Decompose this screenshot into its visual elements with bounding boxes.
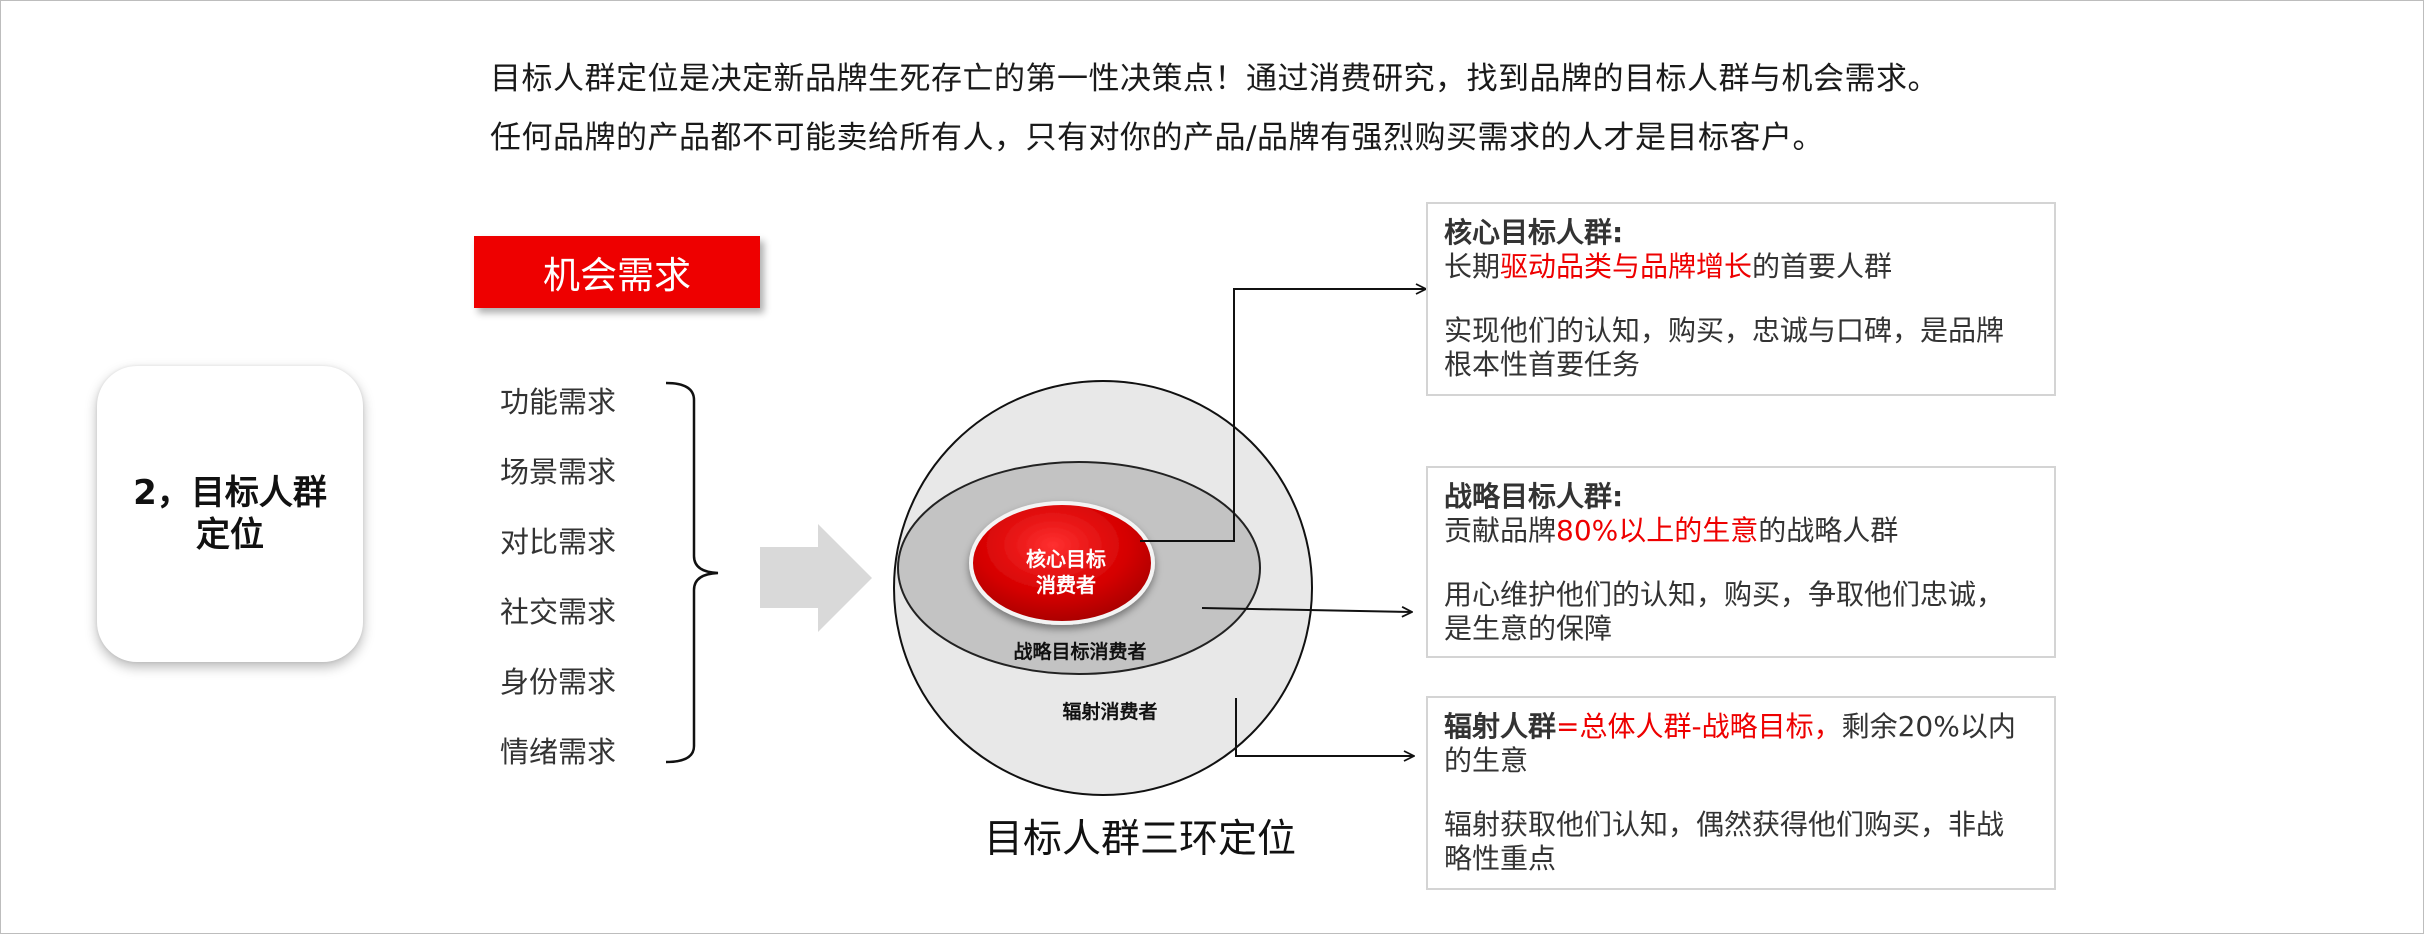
- core-card-highlight: 驱动品类与品牌增长: [1500, 250, 1753, 283]
- strategy-card-title: 战略目标人群:: [1444, 480, 1624, 513]
- radiate-card-title: 辐射人群: [1444, 710, 1557, 743]
- core-card-desc-2: 根本性首要任务: [1444, 348, 1641, 381]
- core-ring-label-1: 核心目标: [1026, 547, 1106, 571]
- need-item: 功能需求: [500, 385, 617, 419]
- strategy-audience-card: 战略目标人群: 贡献品牌80%以上的生意的战略人群 用心维护他们的认知，购买，争…: [1426, 466, 2056, 658]
- need-item: 情绪需求: [500, 735, 617, 769]
- strategy-card-text: 的战略人群: [1758, 514, 1899, 547]
- radiate-card-line-2: 的生意: [1444, 744, 1529, 777]
- connector-radiate: [1235, 698, 1414, 756]
- opportunity-needs-tag: 机会需求: [474, 236, 760, 308]
- connector-core: [1140, 289, 1426, 542]
- core-card-title: 核心目标人群:: [1444, 216, 1624, 249]
- right-arrow-icon: [760, 524, 872, 632]
- strategy-card-text: 贡献品牌: [1444, 514, 1557, 547]
- need-item: 场景需求: [500, 455, 617, 489]
- needs-brace: [665, 381, 719, 764]
- strategy-card-desc-1: 用心维护他们的认知，购买，争取他们忠诚，: [1444, 578, 2005, 611]
- core-card-text: 长期: [1444, 250, 1501, 283]
- radiate-ring-label: 辐射消费者: [1062, 700, 1157, 723]
- radiate-audience-card: 辐射人群=总体人群-战略目标，剩余20%以内 的生意 辐射获取他们认知，偶然获得…: [1426, 696, 2056, 890]
- intro-line-2: 任何品牌的产品都不可能卖给所有人，只有对你的产品/品牌有强烈购买需求的人才是目标…: [490, 120, 1824, 156]
- ring-core: [969, 501, 1155, 625]
- strategy-card-desc-2: 是生意的保障: [1444, 612, 1613, 645]
- strategy-card-line: 贡献品牌80%以上的生意的战略人群: [1444, 514, 2038, 548]
- core-card-desc-1: 实现他们的认知，购买，忠诚与口碑，是品牌: [1444, 314, 2005, 347]
- strategy-ring-label: 战略目标消费者: [1013, 640, 1146, 663]
- section-title-line-1: 2，目标人群: [133, 473, 327, 513]
- section-title-line-2: 定位: [196, 515, 264, 555]
- core-ring-label-2: 消费者: [1036, 573, 1096, 597]
- need-item: 对比需求: [500, 525, 617, 559]
- radiate-card-line: 辐射人群=总体人群-战略目标，剩余20%以内: [1444, 710, 2038, 744]
- need-item: 社交需求: [500, 595, 617, 629]
- core-card-text: 的首要人群: [1752, 250, 1893, 283]
- radiate-card-highlight: =总体人群-战略目标，: [1556, 710, 1842, 743]
- radiate-card-desc-2: 略性重点: [1444, 842, 1557, 875]
- intro-line-1: 目标人群定位是决定新品牌生死存亡的第一性决策点！通过消费研究，找到品牌的目标人群…: [490, 61, 1939, 97]
- radiate-card-text: 剩余20%以内: [1841, 710, 2016, 743]
- need-item: 身份需求: [500, 665, 617, 699]
- section-card: 2，目标人群 定位: [97, 366, 363, 662]
- connector-strategy: [1201, 608, 1412, 612]
- strategy-card-highlight: 80%以上的生意: [1556, 514, 1759, 547]
- core-card-line: 长期驱动品类与品牌增长的首要人群: [1444, 250, 2038, 284]
- radiate-card-desc-1: 辐射获取他们认知，偶然获得他们购买，非战: [1444, 808, 2005, 841]
- diagram-caption: 目标人群三环定位: [984, 817, 1297, 862]
- core-audience-card: 核心目标人群: 长期驱动品类与品牌增长的首要人群 实现他们的认知，购买，忠诚与口…: [1426, 202, 2056, 396]
